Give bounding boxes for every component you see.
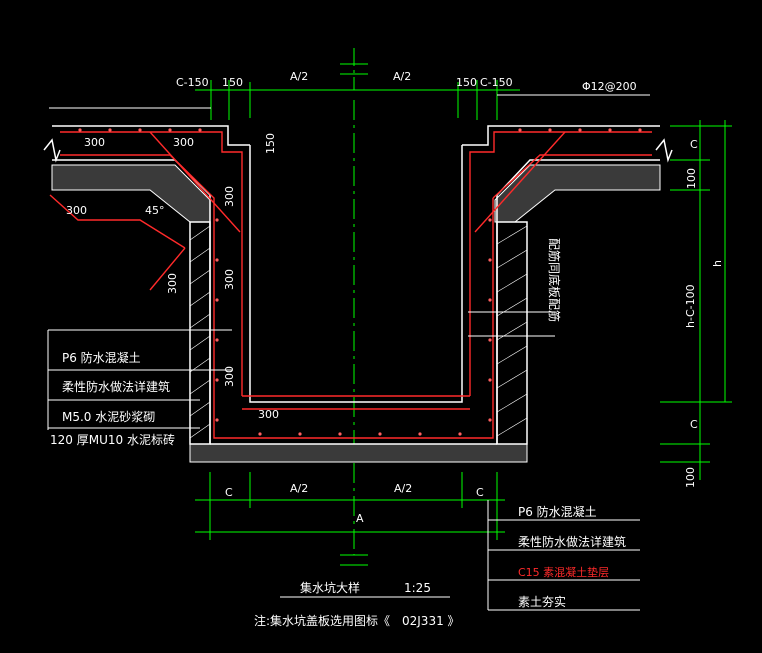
left-legend: P6 防水混凝土 柔性防水做法详建筑 M5.0 水泥砂浆砌 120 厚MU10 … bbox=[50, 350, 175, 447]
dim-top-right-150: 150 bbox=[456, 76, 477, 89]
dim-right-c-bottom: C bbox=[690, 418, 698, 431]
dim-top-half-left: A/2 bbox=[290, 70, 308, 83]
rebar-spec-label: Φ12@200 bbox=[582, 80, 637, 93]
right-legend: P6 防水混凝土 柔性防水做法详建筑 C15 素混凝土垫层 素土夯实 bbox=[518, 504, 626, 609]
dim-wall-300-b: 300 bbox=[223, 269, 236, 290]
right-legend-line2: 柔性防水做法详建筑 bbox=[518, 534, 626, 549]
left-legend-line3: M5.0 水泥砂浆砌 bbox=[62, 409, 155, 424]
leader-lines bbox=[47, 311, 640, 611]
dim-wall-300-a: 300 bbox=[223, 186, 236, 207]
centerline bbox=[340, 48, 368, 566]
dim-leader-300-v: 300 bbox=[166, 273, 179, 294]
dim-wall-300-c: 300 bbox=[223, 366, 236, 387]
dim-top-left-c150: C-150 bbox=[176, 76, 209, 89]
dim-bottom-c-right: C bbox=[476, 486, 484, 499]
dim-slab-300-a: 300 bbox=[84, 136, 105, 149]
drawing-title: 集水坑大样 bbox=[300, 580, 360, 595]
bottom-dimension-line bbox=[195, 472, 505, 540]
inner-reinforcement-note: 配筋同底板配筋 bbox=[547, 238, 562, 322]
left-legend-line4: 120 厚MU10 水泥标砖 bbox=[50, 432, 175, 447]
right-legend-line1: P6 防水混凝土 bbox=[518, 504, 597, 519]
brick-hatch bbox=[189, 225, 528, 439]
dim-bottom-c-left: C bbox=[225, 486, 233, 499]
dim-slab-300-b: 300 bbox=[173, 136, 194, 149]
dim-right-c-top: C bbox=[690, 138, 698, 151]
right-dimension-lines bbox=[660, 120, 732, 480]
dim-bottom-300: 300 bbox=[258, 408, 279, 421]
dim-top-right-c150: C-150 bbox=[480, 76, 513, 89]
top-dimension-line bbox=[49, 80, 650, 120]
left-legend-line2: 柔性防水做法详建筑 bbox=[62, 379, 170, 394]
dim-right-h: h bbox=[711, 260, 724, 267]
dim-bottom-half-left: A/2 bbox=[290, 482, 308, 495]
right-legend-line3: C15 素混凝土垫层 bbox=[518, 565, 609, 579]
dim-right-100-top: 100 bbox=[685, 168, 698, 189]
dim-bottom-total: A bbox=[356, 512, 364, 525]
dimension-labels: C-150 150 A/2 A/2 150 C-150 Φ12@200 300 … bbox=[66, 70, 724, 525]
dim-top-left-150: 150 bbox=[222, 76, 243, 89]
rebar-dots bbox=[78, 128, 642, 436]
drawing-note: 注:集水坑盖板选用图标《 bbox=[254, 613, 390, 628]
right-legend-line4: 素土夯实 bbox=[518, 594, 566, 609]
title-block: 集水坑大样 1:25 注:集水坑盖板选用图标《 02J331 》 bbox=[254, 580, 460, 628]
drawing-scale: 1:25 bbox=[404, 581, 431, 595]
dim-leader-300-h: 300 bbox=[66, 204, 87, 217]
dim-vert-150: 150 bbox=[264, 133, 277, 154]
left-legend-line1: P6 防水混凝土 bbox=[62, 350, 141, 365]
drawing-code: 02J331 》 bbox=[402, 614, 460, 628]
dim-top-half-right: A/2 bbox=[393, 70, 411, 83]
rebar bbox=[49, 131, 652, 439]
angle-45-label: 45° bbox=[145, 204, 165, 217]
dim-right-100-bottom: 100 bbox=[684, 467, 697, 488]
dim-bottom-half-right: A/2 bbox=[394, 482, 412, 495]
dim-right-h-c-100: h-C-100 bbox=[684, 284, 697, 328]
